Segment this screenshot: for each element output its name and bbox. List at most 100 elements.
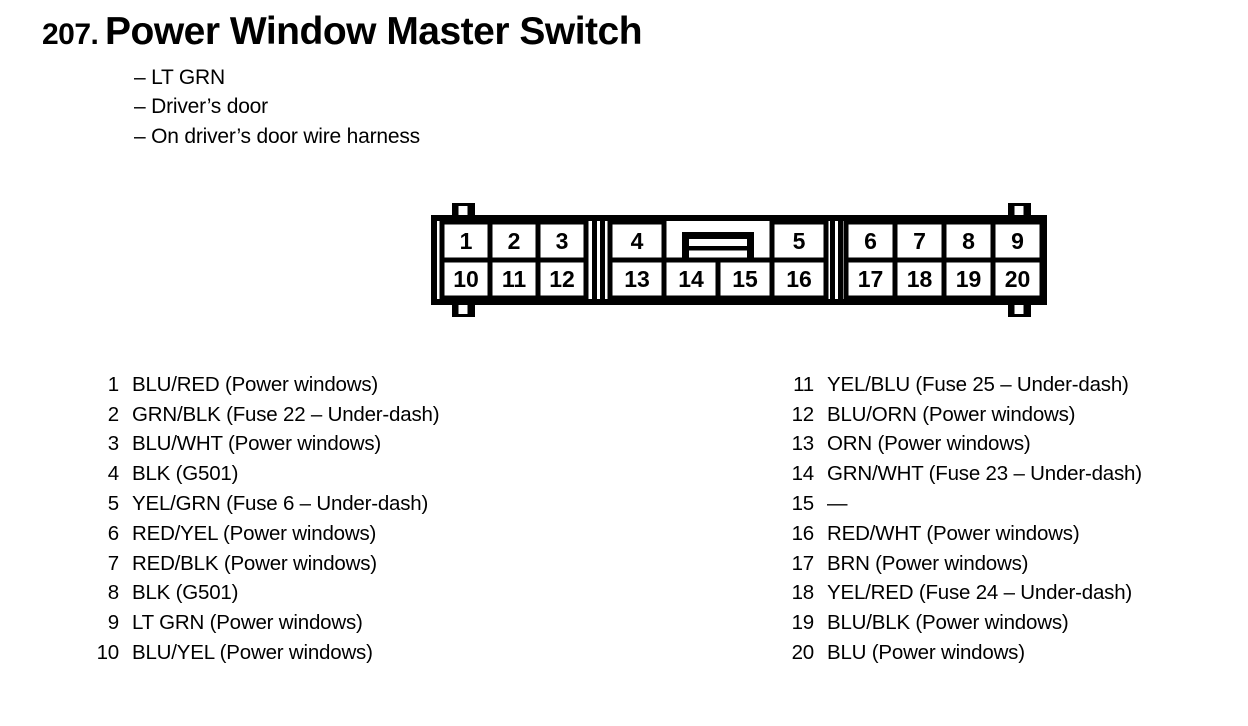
- mounting-tab-bottom-left: [452, 299, 475, 317]
- pin-row: 12 BLU/ORN (Power windows): [750, 400, 1142, 430]
- pin-row: 15 —: [750, 489, 1142, 519]
- pin-cell-label: 3: [556, 228, 569, 254]
- pin-cell-label: 10: [453, 266, 479, 292]
- pin-description: ORN (Power windows): [827, 432, 1031, 456]
- pin-number: 17: [791, 551, 815, 575]
- pin-number: 5: [107, 492, 119, 516]
- pin-cell-label: 15: [732, 266, 758, 292]
- pin-cell-label: 6: [864, 228, 877, 254]
- mounting-tab-bottom-right: [1008, 299, 1031, 317]
- pin-list-left: 1 BLU/RED (Power windows) 2 GRN/BLK (Fus…: [55, 370, 440, 668]
- connector-diagram: 1 2 3 4 5 6 7 8 9 10 11 12 13 14 15 16 1…: [431, 203, 1047, 317]
- pin-cell: [892, 257, 947, 301]
- pin-description: LT GRN (Power windows): [132, 611, 363, 635]
- pin-row: 14 GRN/WHT (Fuse 23 – Under-dash): [750, 459, 1142, 489]
- page-title: Power Window Master Switch: [105, 10, 643, 53]
- pin-cell: [990, 257, 1045, 301]
- detail-wire-color: – LT GRN: [134, 66, 225, 89]
- pin-cell: [769, 257, 829, 301]
- pin-cell-label: 13: [624, 266, 650, 292]
- pin-description: BLU/RED (Power windows): [132, 372, 379, 396]
- pin-cell-label: 14: [678, 266, 704, 292]
- pin-cell-label: 19: [956, 266, 982, 292]
- pin-row: 16 RED/WHT (Power windows): [750, 519, 1142, 549]
- pin-cell: [661, 257, 721, 301]
- pin-row: 19 BLU/BLK (Power windows): [750, 608, 1142, 638]
- pin-description: BLU (Power windows): [827, 641, 1025, 665]
- pin-description: BLU/WHT (Power windows): [132, 432, 382, 456]
- pin-row: 10 BLU/YEL (Power windows): [55, 638, 439, 668]
- figure-number: 207.: [42, 18, 99, 51]
- pin-number: 6: [107, 521, 119, 545]
- pin-list-right: 11 YEL/BLU (Fuse 25 – Under-dash) 12 BLU…: [750, 370, 1142, 668]
- pin-cell: [607, 219, 667, 263]
- pin-row: 8 BLK (G501): [55, 579, 439, 609]
- pin-row: 17 BRN (Power windows): [750, 549, 1142, 579]
- pin-cell-label: 5: [793, 228, 806, 254]
- pin-row: 6 RED/YEL (Power windows): [55, 519, 439, 549]
- pin-row: 4 BLK (G501): [55, 459, 439, 489]
- pin-number: 1: [107, 372, 119, 396]
- pin-cell-label: 16: [786, 266, 812, 292]
- pin-number: 20: [791, 641, 815, 665]
- pin-description: BLU/ORN (Power windows): [827, 402, 1076, 426]
- pin-number: 10: [96, 641, 120, 665]
- pin-row: 7 RED/BLK (Power windows): [55, 549, 439, 579]
- pin-description: BLK (G501): [132, 462, 239, 486]
- pin-number: 14: [791, 462, 815, 486]
- pin-cell: [535, 257, 589, 301]
- pin-description: —: [827, 492, 848, 516]
- pin-number: 11: [793, 372, 814, 396]
- pin-row: 20 BLU (Power windows): [750, 638, 1142, 668]
- pin-description: YEL/GRN (Fuse 6 – Under-dash): [132, 492, 429, 516]
- pin-number: 12: [791, 402, 815, 426]
- pin-cells: [439, 219, 1045, 301]
- pin-row: 18 YEL/RED (Fuse 24 – Under-dash): [750, 579, 1142, 609]
- pin-cell-label: 2: [508, 228, 521, 254]
- pin-cell-label: 9: [1011, 228, 1024, 254]
- pin-cell-label: 20: [1005, 266, 1031, 292]
- pin-number: 18: [791, 581, 815, 605]
- pin-number: 2: [107, 402, 119, 426]
- mounting-tab-top-left: [452, 203, 475, 221]
- group-separator-left: [592, 219, 605, 301]
- pin-cell-label: 11: [502, 266, 527, 292]
- detail-harness: – On driver’s door wire harness: [134, 124, 420, 148]
- pin-number: 8: [107, 581, 119, 605]
- pin-description: BLU/BLK (Power windows): [827, 611, 1069, 635]
- pin-cell: [941, 257, 996, 301]
- pin-description: YEL/RED (Fuse 24 – Under-dash): [827, 581, 1133, 605]
- pin-description: RED/YEL (Power windows): [132, 521, 377, 545]
- pin-cell-label: 18: [907, 266, 933, 292]
- pin-number: 4: [107, 462, 119, 486]
- pin-number: 19: [791, 611, 815, 635]
- pin-number: 16: [791, 521, 815, 545]
- pin-number: 15: [791, 492, 815, 516]
- pin-cell-label: 1: [460, 228, 473, 254]
- pin-cell-label: 4: [631, 228, 644, 254]
- pin-row: 5 YEL/GRN (Fuse 6 – Under-dash): [55, 489, 439, 519]
- pin-row: 1 BLU/RED (Power windows): [55, 370, 439, 400]
- pin-cell: [843, 257, 898, 301]
- pin-description: BLK (G501): [132, 581, 239, 605]
- pin-cell-label: 12: [549, 266, 575, 292]
- detail-location: – Driver’s door: [134, 95, 268, 119]
- pin-row: 9 LT GRN (Power windows): [55, 608, 439, 638]
- pin-cell: [535, 219, 589, 263]
- pin-cell-label: 8: [962, 228, 975, 254]
- connector-key-latch: [682, 232, 754, 262]
- pin-description: BRN (Power windows): [827, 551, 1029, 575]
- connector-details: – LT GRN – Driver’s door – On driver’s d…: [134, 63, 420, 151]
- pin-number: 3: [107, 432, 119, 456]
- pin-row: 3 BLU/WHT (Power windows): [55, 430, 439, 460]
- pin-number: 13: [791, 432, 815, 456]
- group-separator-right: [830, 219, 843, 301]
- pin-description: RED/WHT (Power windows): [827, 521, 1080, 545]
- pin-description: BLU/YEL (Power windows): [132, 641, 373, 665]
- pin-description: RED/BLK (Power windows): [132, 551, 377, 575]
- pin-row: 11 YEL/BLU (Fuse 25 – Under-dash): [750, 370, 1142, 400]
- pin-cell-label: 7: [913, 228, 926, 254]
- page-heading: 207. Power Window Master Switch: [42, 10, 643, 54]
- pin-row: 13 ORN (Power windows): [750, 430, 1142, 460]
- pin-description: YEL/BLU (Fuse 25 – Under-dash): [827, 372, 1129, 396]
